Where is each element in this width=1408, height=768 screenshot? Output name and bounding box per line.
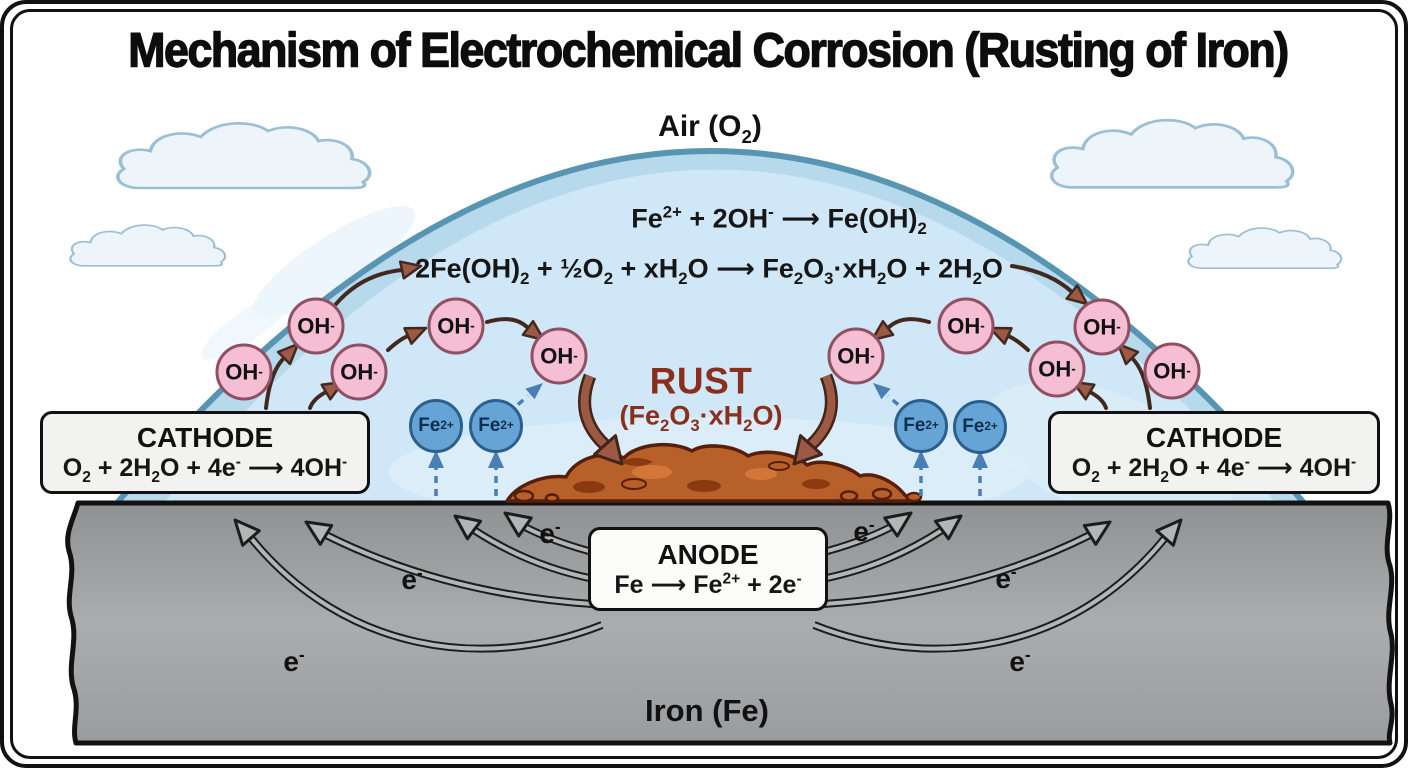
air-label: Air (O2) (658, 110, 762, 147)
electron-label: e- (401, 562, 423, 595)
cathode-box-left: CATHODE O2 + 2H2O + 4e- ⟶ 4OH- (40, 411, 370, 494)
electron-label: e- (853, 514, 875, 547)
electron-arrowheads (233, 511, 1183, 547)
rust-title: RUST (649, 360, 753, 402)
cathode-reaction: O2 + 2H2O + 4e- ⟶ 4OH- (1071, 453, 1357, 487)
electron-label: e- (995, 561, 1017, 594)
cathode-title: CATHODE (136, 422, 274, 454)
rust-formula: (Fe2O3·xH2O) (619, 400, 783, 435)
electron-label: e- (1009, 644, 1031, 677)
cathode-reaction: O2 + 2H2O + 4e- ⟶ 4OH- (62, 453, 348, 487)
hydroxide-ion: OH- (1073, 298, 1131, 356)
cloud-right-large (1049, 118, 1295, 190)
anode-title: ANODE (657, 538, 759, 570)
hydroxide-ion: OH- (1028, 340, 1086, 398)
iron-label: Iron (Fe) (645, 693, 769, 728)
hydroxide-ion: OH- (287, 297, 345, 355)
anode-reaction: Fe ⟶ Fe2+ + 2e- (614, 570, 802, 599)
rust-pebbles (513, 487, 923, 503)
hydroxide-ion: OH- (330, 343, 388, 401)
equation-rust-formation: 2Fe(OH)2 + ½O2 + xH2O ⟶ Fe2O3·xH2O + 2H2… (415, 253, 1003, 288)
hydroxide-ion: OH- (937, 297, 995, 355)
cloud-right-small (1187, 226, 1343, 270)
hydroxide-ion: OH- (827, 327, 885, 385)
page-title: Mechanism of Electrochemical Corrosion (… (128, 24, 1290, 78)
hydroxide-ion: OH- (215, 343, 273, 401)
electron-flow-arrows (233, 511, 1183, 653)
electron-label: e- (283, 644, 305, 677)
hydroxide-ion: OH- (530, 327, 588, 385)
hydroxide-ion: OH- (1143, 342, 1201, 400)
cloud-left-small (69, 223, 227, 267)
equation-hydroxide-formation: Fe2+ + 2OH- ⟶ Fe(OH)2 (631, 202, 927, 238)
iron-ion-arrowheads (428, 383, 988, 468)
hydroxide-ion: OH- (427, 297, 485, 355)
electron-label: e- (539, 516, 561, 549)
cloud-left-large (116, 121, 372, 190)
anode-box: ANODE Fe ⟶ Fe2+ + 2e- (588, 527, 828, 611)
iron-ion-arrows (428, 383, 988, 496)
rust-label: RUST (Fe2O3·xH2O) (619, 360, 783, 435)
rust-deposit-arrows (578, 373, 838, 466)
cathode-title: CATHODE (1145, 422, 1283, 454)
cathode-box-right: CATHODE O2 + 2H2O + 4e- ⟶ 4OH- (1048, 411, 1380, 494)
